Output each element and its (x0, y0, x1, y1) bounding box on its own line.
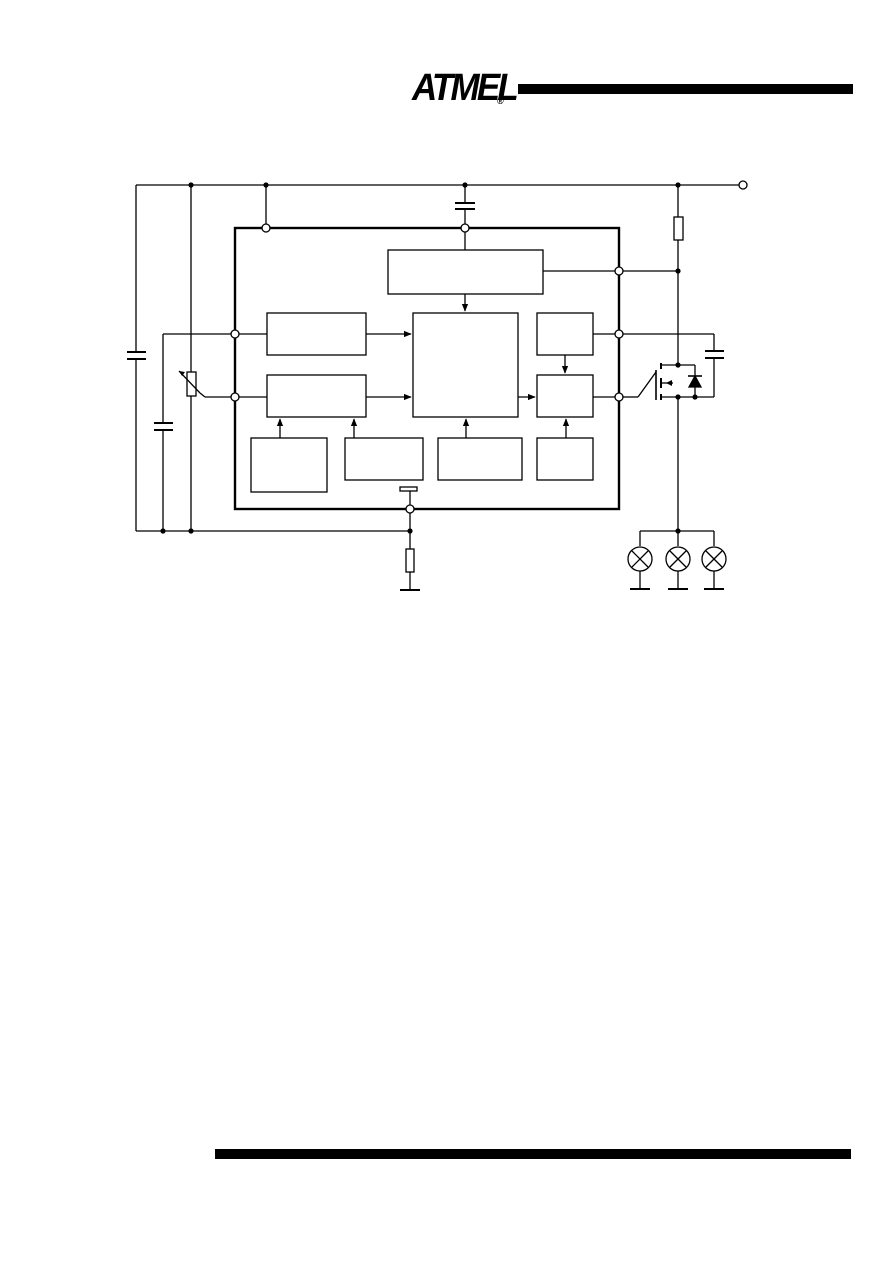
capacitor-right (705, 350, 724, 359)
footer-rule (215, 1149, 851, 1159)
block-bottom-4 (536, 437, 594, 481)
block-center (412, 312, 519, 418)
junction-dots (160, 182, 698, 534)
mosfet (623, 363, 678, 400)
logo-text: ATMEL (412, 67, 519, 109)
lamp-3 (701, 546, 727, 572)
lamp-2 (665, 546, 691, 572)
block-bottom-2 (344, 437, 424, 481)
capacitor-filter (154, 422, 173, 431)
potentiometer (186, 371, 197, 397)
capacitor-top (455, 202, 475, 210)
block-bottom-3 (437, 437, 523, 481)
header-rule (518, 84, 853, 94)
resistor-supply (673, 216, 684, 241)
supply-terminal (738, 180, 748, 190)
registered-mark: ® (497, 96, 504, 106)
diode (687, 374, 703, 388)
block-input-2 (266, 374, 367, 418)
block-right-top (536, 312, 594, 356)
ic-outline (233, 226, 621, 511)
block-bottom-1 (250, 437, 328, 493)
ic-pins (230, 223, 624, 514)
ground-pin-tab (399, 486, 418, 492)
block-right-bottom (536, 374, 594, 418)
block-input-1 (266, 312, 367, 356)
resistor-ground (405, 548, 415, 573)
block-top (387, 249, 544, 295)
lamp-1 (627, 546, 653, 572)
capacitor-left (127, 351, 146, 360)
atmel-logo: ATMEL ® (412, 68, 519, 112)
